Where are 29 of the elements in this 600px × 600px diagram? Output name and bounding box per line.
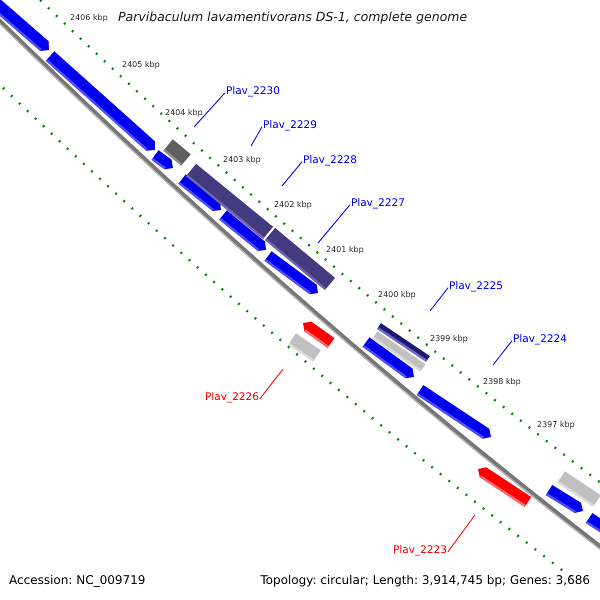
scale-label: 2406 kbp bbox=[70, 12, 108, 23]
leader-line bbox=[282, 161, 302, 186]
gene-label: Plav_2227 bbox=[351, 197, 405, 210]
gene-label: Plav_2230 bbox=[226, 85, 280, 98]
leader-line bbox=[259, 368, 284, 400]
scale-label: 2405 kbp bbox=[122, 59, 160, 70]
leader-line bbox=[430, 287, 448, 312]
leader-line bbox=[250, 126, 262, 146]
gene-label: Plav_2226 bbox=[205, 391, 259, 404]
scale-label: 2398 kbp bbox=[483, 376, 521, 387]
scale-label: 2401 kbp bbox=[326, 244, 364, 255]
leader-line bbox=[492, 340, 512, 366]
scale-label: 2403 kbp bbox=[223, 154, 261, 165]
leader-line bbox=[194, 92, 226, 128]
genome-info-text: Topology: circular; Length: 3,914,745 bp; Genes: 3,686 bbox=[260, 573, 590, 588]
scale-label: 2402 kbp bbox=[274, 199, 312, 210]
gene-label: Plav_2224 bbox=[513, 333, 567, 346]
diagram-title: Parvibaculum lavamentivorans DS-1, complete genome bbox=[118, 8, 468, 26]
gene-label: Plav_2229 bbox=[263, 119, 317, 132]
gene-label: Plav_2225 bbox=[449, 280, 503, 293]
scale-label: 2399 kbp bbox=[430, 333, 468, 344]
scale-label: 2404 kbp bbox=[165, 107, 203, 118]
leader-line bbox=[447, 514, 476, 552]
scale-label: 2397 kbp bbox=[537, 419, 575, 430]
accession-text: Accession: NC_009719 bbox=[9, 573, 146, 588]
scale-label: 2400 kbp bbox=[378, 289, 416, 300]
gene-label: Plav_2228 bbox=[303, 154, 357, 167]
leader-line bbox=[318, 204, 350, 244]
gene-label: Plav_2223 bbox=[393, 544, 447, 557]
